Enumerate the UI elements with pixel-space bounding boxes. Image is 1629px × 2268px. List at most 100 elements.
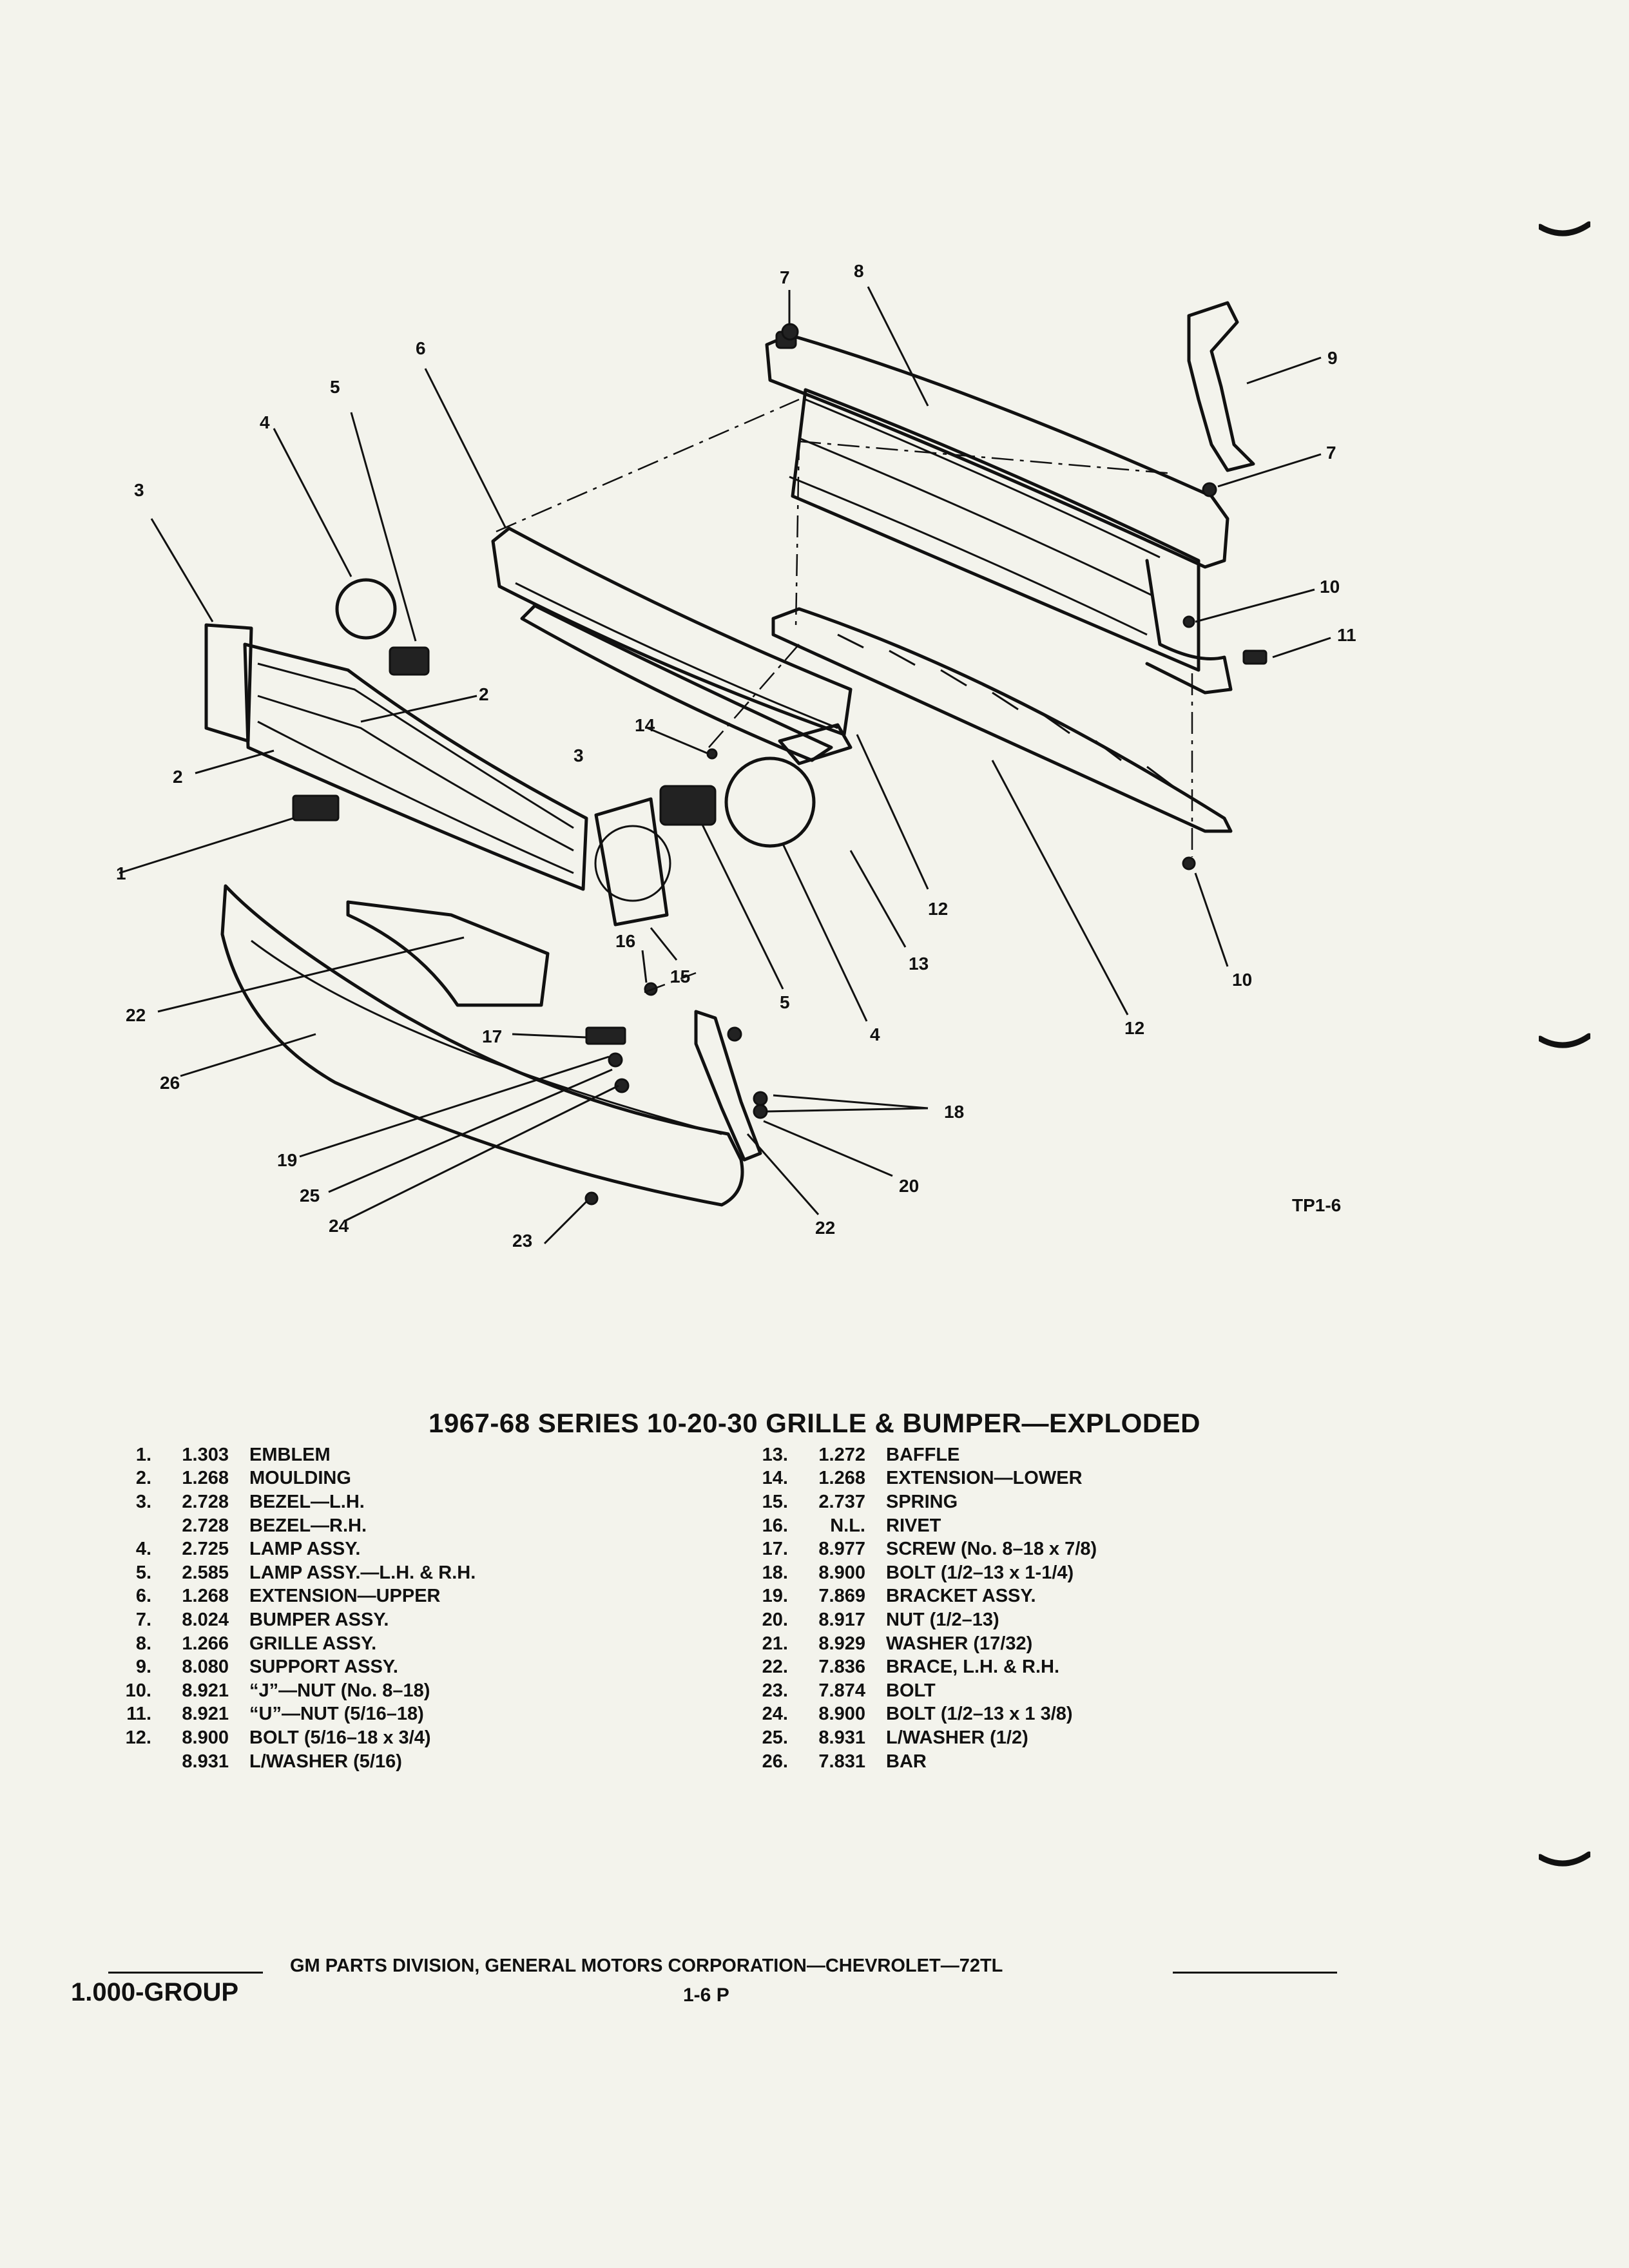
group-number: 1.272 [818,1444,865,1465]
callout-numbers: 3 4 5 6 7 8 9 7 10 11 2 2 1 14 3 12 13 1… [116,261,1356,1251]
part-description: EXTENSION—UPPER [249,1586,441,1607]
part-description: “U”—NUT (5/16–18) [249,1704,424,1725]
callout-25: 25 [300,1186,320,1206]
part-number: 26. [762,1751,788,1772]
side-lamp-right [659,785,717,826]
callout-9: 9 [1327,348,1338,368]
callout-2-upper: 2 [479,684,489,704]
group-number: 7.869 [818,1586,865,1607]
part-description: BAFFLE [886,1444,960,1465]
part-description: BOLT [886,1680,936,1701]
callout-3-left: 3 [134,480,144,500]
part-description: BEZEL—L.H. [249,1491,365,1512]
callout-21-right: 20 [899,1176,919,1196]
part-description: RIVET [886,1515,941,1536]
part-description: BRACKET ASSY. [886,1586,1036,1607]
group-number: 8.931 [818,1727,865,1748]
part-number: 2. [135,1468,151,1489]
part-number: 1. [135,1444,151,1465]
callout-8: 8 [854,261,864,281]
brace-left [346,900,550,1007]
group-number: 2.585 [182,1562,229,1583]
group-number: 2.728 [182,1491,229,1512]
group-number: 8.929 [818,1633,865,1654]
callout-13: 12 [1124,1018,1144,1038]
group-number: N.L. [830,1515,865,1536]
part-number: 9. [135,1657,151,1678]
group-number: 8.921 [182,1680,229,1701]
page-number: 1-6 P [683,1984,729,2006]
group-number: 1.268 [182,1468,229,1489]
part-description: LAMP ASSY. [249,1539,361,1560]
part-number: 10. [125,1680,151,1701]
group-number: 8.080 [182,1657,229,1678]
parts-row: 5. 2.585 LAMP ASSY.—L.H. & R.H. [97,1561,476,1585]
callout-18: 16 [615,931,635,951]
part-description: LAMP ASSY.—L.H. & R.H. [249,1562,476,1583]
group-number: 7.836 [818,1657,865,1678]
part-number: 13. [762,1444,788,1465]
part-number: 19. [762,1586,788,1607]
parts-row: 16.N.L.RIVET [733,1514,1097,1538]
callout-22-left: 22 [126,1005,146,1025]
part-description: L/WASHER (1/2) [886,1727,1028,1748]
part-description: L/WASHER (5/16) [249,1751,402,1772]
part-number: 8. [135,1633,151,1654]
part-number: 7. [135,1609,151,1630]
parts-row: 10. 8.921 “J”—NUT (No. 8–18) [97,1679,476,1703]
footer-rule-left [108,1972,263,1974]
group-number: 1.303 [182,1444,229,1465]
group-number: 8.900 [818,1704,865,1725]
emblem [292,794,340,822]
group-number: 8.977 [818,1539,865,1560]
moulding [243,642,588,891]
part-description: SCREW (No. 8–18 x 7/8) [886,1539,1097,1560]
callout-19: 17 [482,1026,502,1046]
callout-20: 18 [944,1102,964,1122]
lamp-left [335,578,397,640]
group-number: 8.931 [182,1751,229,1772]
part-description: BAR [886,1751,927,1772]
part-number: 11. [126,1704,151,1725]
callout-26: 26 [160,1073,180,1093]
part-description: SPRING [886,1491,958,1512]
group-number: 2.728 [182,1515,229,1536]
part-number: 25. [762,1727,788,1748]
binding-mark-top [1539,221,1590,236]
part-description: BOLT (1/2–13 x 1-1/4) [886,1562,1074,1583]
parts-row: 25. 8.931 L/WASHER (1/2) [733,1726,1097,1750]
bracket-assembly [585,1026,626,1045]
part-description: WASHER (17/32) [886,1633,1033,1654]
part-description: BOLT (1/2–13 x 1 3/8) [886,1704,1073,1725]
part-number: 21. [762,1633,788,1654]
part-number: 24. [762,1704,788,1725]
support-assembly [1187,301,1255,472]
part-number: 5. [135,1562,151,1583]
callout-1: 1 [116,863,126,883]
part-number: 20. [762,1609,788,1630]
callout-5-left: 5 [330,377,340,397]
callout-2-lower: 2 [173,767,183,787]
part-description: “J”—NUT (No. 8–18) [249,1680,430,1701]
lamp-right [724,756,816,848]
group-number: 1.268 [818,1468,865,1489]
right-bezel [594,797,669,927]
part-number: 12. [125,1727,151,1748]
part-number: 17. [762,1539,788,1560]
parts-row: 13. 1.272 BAFFLE [733,1443,1097,1467]
group-number: 1.266 [182,1633,229,1654]
callout-12: 10 [1232,970,1252,990]
group-number: 8.900 [818,1562,865,1583]
parts-row: 8.931 L/WASHER (5/16) [97,1750,476,1774]
